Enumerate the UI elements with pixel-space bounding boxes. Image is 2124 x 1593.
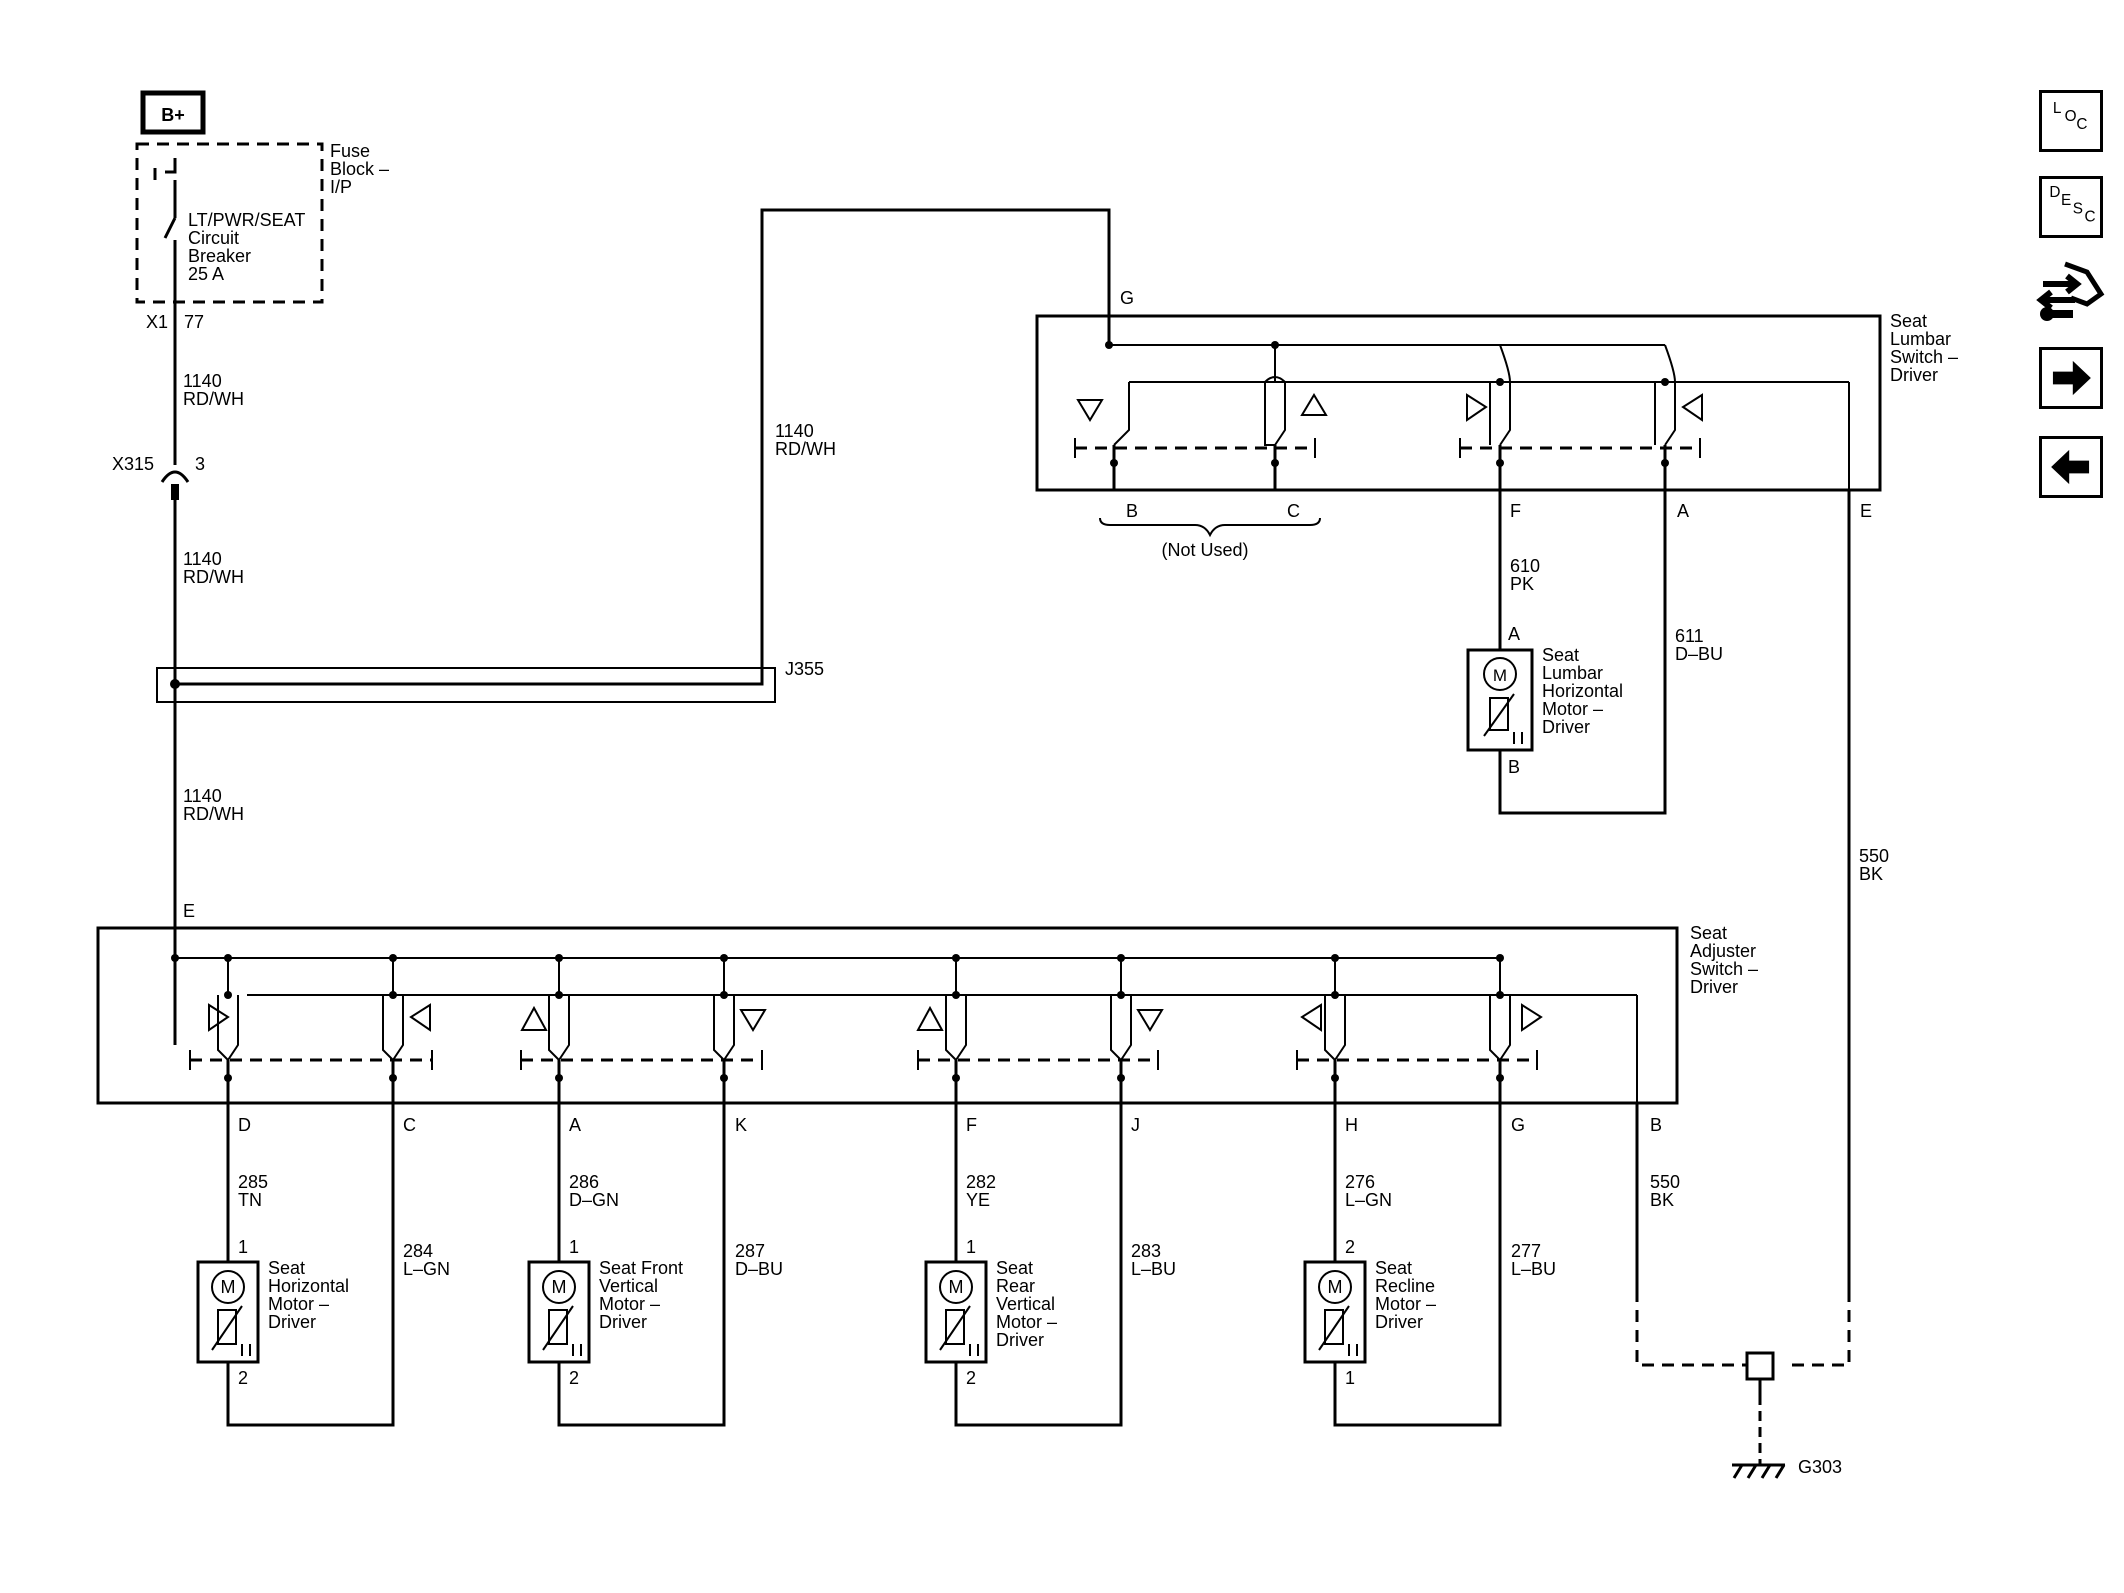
- fuse-connector-label: X1: [146, 312, 168, 332]
- connector-x315: X315 3: [112, 454, 205, 500]
- motor-body: [196, 1260, 260, 1364]
- adjuster-pin-h: H: [1345, 1115, 1358, 1135]
- lumbar-motor-pin-top: A: [1508, 624, 1520, 644]
- connector-x315-label: X315: [112, 454, 154, 474]
- arrow-left-icon: [2051, 449, 2090, 485]
- connector-x315-pin: 3: [195, 454, 205, 474]
- next-button[interactable]: [2039, 347, 2103, 409]
- lumbar-pin-e: E: [1860, 501, 1872, 521]
- power-source: B+: [140, 90, 206, 135]
- power-source-label: B+: [161, 105, 185, 125]
- arrow-right-icon: [2052, 360, 2091, 396]
- motor-pin-top: 1: [238, 1237, 248, 1257]
- lumbar-pin-b: B: [1126, 501, 1138, 521]
- motor-body: [527, 1260, 591, 1364]
- motor-pin-top: 1: [569, 1237, 579, 1257]
- lumbar-pin-c: C: [1287, 501, 1300, 521]
- motor-pin-bottom: 2: [238, 1368, 248, 1388]
- motor-pin-bottom: 1: [1345, 1368, 1355, 1388]
- motor-pin-top: 1: [966, 1237, 976, 1257]
- motor-body: [1303, 1260, 1367, 1364]
- connector-tool-button[interactable]: [2035, 258, 2107, 328]
- adjuster-pin-b: B: [1650, 1115, 1662, 1135]
- adjuster-pin-j: J: [1131, 1115, 1140, 1135]
- lumbar-pin-g: G: [1120, 288, 1134, 308]
- adjuster-pin-a: A: [569, 1115, 581, 1135]
- connector-tool-icon: [2036, 261, 2105, 321]
- motor-symbol: M: [221, 1277, 236, 1297]
- adjuster-pin-k: K: [735, 1115, 747, 1135]
- lumbar-not-used: (Not Used): [1161, 540, 1248, 560]
- description-button[interactable]: DESC: [2039, 176, 2103, 238]
- motor-pin-bottom: 2: [966, 1368, 976, 1388]
- motor-body: [924, 1260, 988, 1364]
- desc-icon: DESC: [2049, 184, 2095, 225]
- desc-icon-text: DESC: [2049, 184, 2095, 225]
- motor-symbol: M: [552, 1277, 567, 1297]
- back-button[interactable]: [2039, 436, 2103, 498]
- adjuster-pin-d: D: [238, 1115, 251, 1135]
- motor-symbol: M: [949, 1277, 964, 1297]
- splice-j355-label: J355: [785, 659, 824, 679]
- adjuster-pin-f: F: [966, 1115, 977, 1135]
- lumbar-pin-a: A: [1677, 501, 1689, 521]
- lumbar-motor-symbol: M: [1493, 666, 1507, 685]
- motor-pin-bottom: 2: [569, 1368, 579, 1388]
- motor-symbol: M: [1328, 1277, 1343, 1297]
- ground-g303: G303: [1732, 1351, 1842, 1479]
- lumbar-pin-f: F: [1510, 501, 1521, 521]
- ground-label: G303: [1798, 1457, 1842, 1477]
- fuse-pin-label: 77: [184, 312, 204, 332]
- adjuster-pin-e: E: [183, 901, 195, 921]
- splice-j355: J355: [156, 208, 1111, 703]
- adjuster-pin-c: C: [403, 1115, 416, 1135]
- lumbar-motor-pin-bottom: B: [1508, 757, 1520, 777]
- motor-pin-top: 2: [1345, 1237, 1355, 1257]
- adjuster-pin-g: G: [1511, 1115, 1525, 1135]
